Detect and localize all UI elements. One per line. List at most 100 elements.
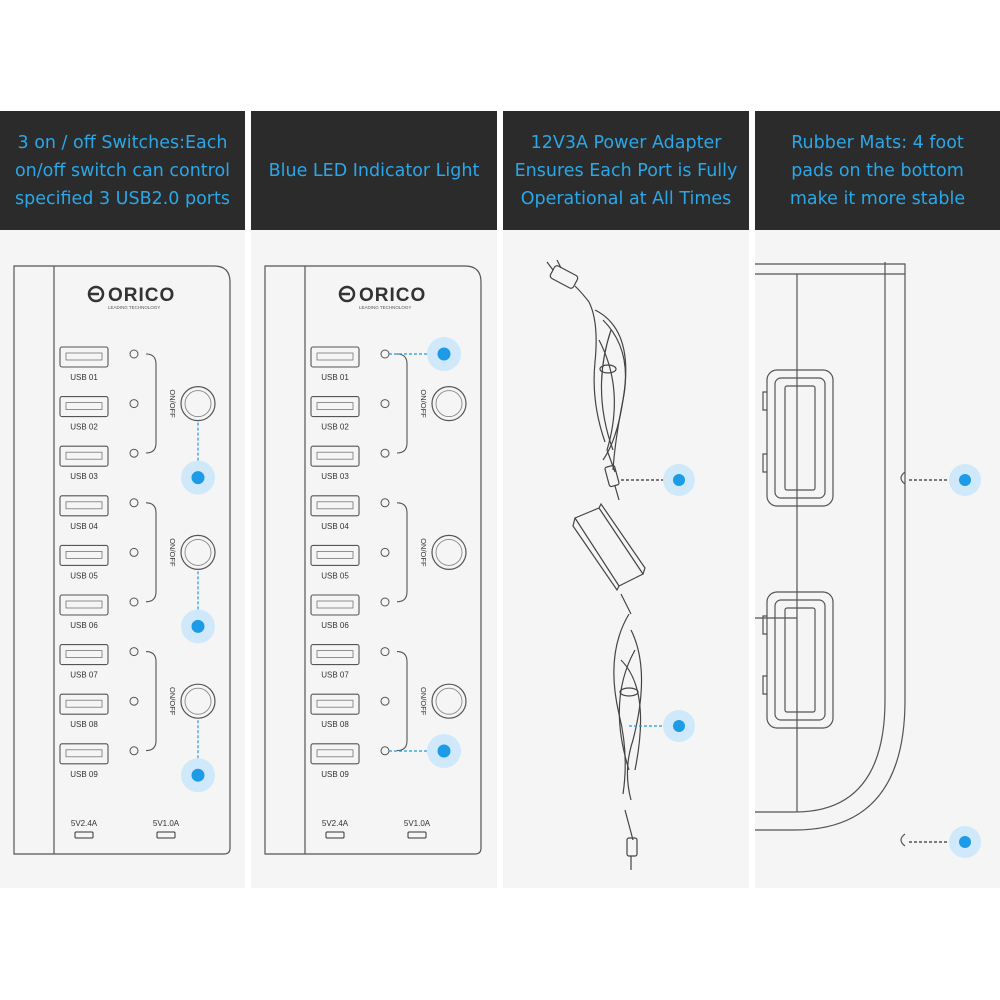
usb-port (59, 495, 109, 517)
hub-side-profile (755, 262, 906, 831)
led-indicator (129, 647, 139, 657)
usb-port-label: USB 06 (321, 621, 349, 630)
led-indicator (380, 349, 390, 359)
panel-power-adapter: 12V3A Power Adapter Ensures Each Port is… (503, 111, 749, 888)
usb-port-label: USB 05 (70, 571, 98, 580)
switch-label: ON/OFF (168, 687, 177, 716)
led-indicator (129, 498, 139, 508)
usb-port (59, 544, 109, 566)
caption-text: Rubber Mats: 4 foot pads on the bottom m… (789, 132, 966, 209)
usb-port (310, 495, 360, 517)
led-indicator (380, 597, 390, 607)
switch-bracket (396, 502, 408, 603)
power-adapter-illustration (546, 259, 695, 870)
usb-port (59, 743, 109, 765)
panel-caption: 3 on / off Switches:Each on/off switch c… (0, 111, 245, 230)
panel-rubber-mats: Rubber Mats: 4 foot pads on the bottom m… (755, 111, 1000, 888)
usb-port (310, 445, 360, 467)
switch-label: ON/OFF (168, 389, 177, 418)
caption-text: 12V3A Power Adapter Ensures Each Port is… (514, 132, 738, 209)
usb-port (59, 693, 109, 715)
usb-port (310, 743, 360, 765)
battery-icon (74, 831, 94, 839)
brand-name: ORICO (108, 285, 175, 306)
usb-port-label: USB 04 (70, 522, 98, 531)
switch-label: ON/OFF (419, 389, 428, 418)
cable-coil-icon (588, 301, 627, 501)
caption-text: 3 on / off Switches:Each on/off switch c… (14, 132, 231, 209)
switch-label: ON/OFF (419, 538, 428, 567)
battery-icon (407, 831, 427, 839)
power-switch (431, 386, 467, 422)
panel-switches: 3 on / off Switches:Each on/off switch c… (0, 111, 245, 888)
power-brick-icon (572, 502, 646, 615)
usb-port-label: USB 03 (321, 472, 349, 481)
switch-label: ON/OFF (419, 687, 428, 716)
led-indicator (380, 399, 390, 409)
brand-tagline: LEADING TECHNOLOGY (359, 305, 411, 310)
usb-port-label: USB 09 (70, 770, 98, 779)
led-indicator (380, 746, 390, 756)
switch-bracket (396, 651, 408, 752)
usb-port-label: USB 05 (321, 571, 349, 580)
usb-port-label: USB 01 (321, 373, 349, 382)
power-rating-label: 5V1.0A (153, 819, 180, 828)
usb-port (310, 544, 360, 566)
hub-outline (264, 265, 482, 855)
usb-port (59, 396, 109, 418)
led-indicator (129, 746, 139, 756)
led-indicator (380, 547, 390, 557)
brand-name: ORICO (359, 285, 426, 306)
usb-port (310, 346, 360, 368)
usb-port-label: USB 08 (321, 720, 349, 729)
power-switch (431, 534, 467, 570)
switch-bracket (145, 353, 157, 454)
led-indicator (129, 597, 139, 607)
usb-port-label: USB 01 (70, 373, 98, 382)
panel-caption: 12V3A Power Adapter Ensures Each Port is… (503, 111, 749, 230)
rubber-foot-icon (762, 369, 834, 507)
usb-port-label: USB 09 (321, 770, 349, 779)
cable-coil-icon (613, 613, 643, 870)
rubber-mats-illustration (755, 262, 981, 858)
power-switch (180, 534, 216, 570)
led-indicator (380, 647, 390, 657)
caption-text: Blue LED Indicator Light (268, 160, 480, 181)
usb-port-label: USB 07 (321, 671, 349, 680)
usb-port (59, 445, 109, 467)
power-switch (431, 683, 467, 719)
usb-port (310, 396, 360, 418)
power-rating-label: 5V1.0A (404, 819, 431, 828)
usb-port-label: USB 07 (70, 671, 98, 680)
hub-outline (13, 265, 231, 855)
led-indicator (129, 349, 139, 359)
usb-port-label: USB 02 (70, 423, 98, 432)
led-indicator (380, 498, 390, 508)
wall-plug-icon (546, 259, 590, 303)
switch-label: ON/OFF (168, 538, 177, 567)
usb-port (310, 594, 360, 616)
brand-tagline: LEADING TECHNOLOGY (108, 305, 160, 310)
usb-port-label: USB 02 (321, 423, 349, 432)
led-indicator (129, 696, 139, 706)
usb-port (310, 693, 360, 715)
panel-caption: Blue LED Indicator Light (251, 111, 497, 230)
power-rating-label: 5V2.4A (71, 819, 98, 828)
switch-bracket (145, 502, 157, 603)
battery-icon (156, 831, 176, 839)
panel-caption: Rubber Mats: 4 foot pads on the bottom m… (755, 111, 1000, 230)
rubber-foot-icon (762, 591, 834, 729)
usb-port (59, 594, 109, 616)
battery-icon (325, 831, 345, 839)
power-switch (180, 683, 216, 719)
led-indicator (380, 448, 390, 458)
usb-port-label: USB 08 (70, 720, 98, 729)
usb-port (59, 644, 109, 666)
